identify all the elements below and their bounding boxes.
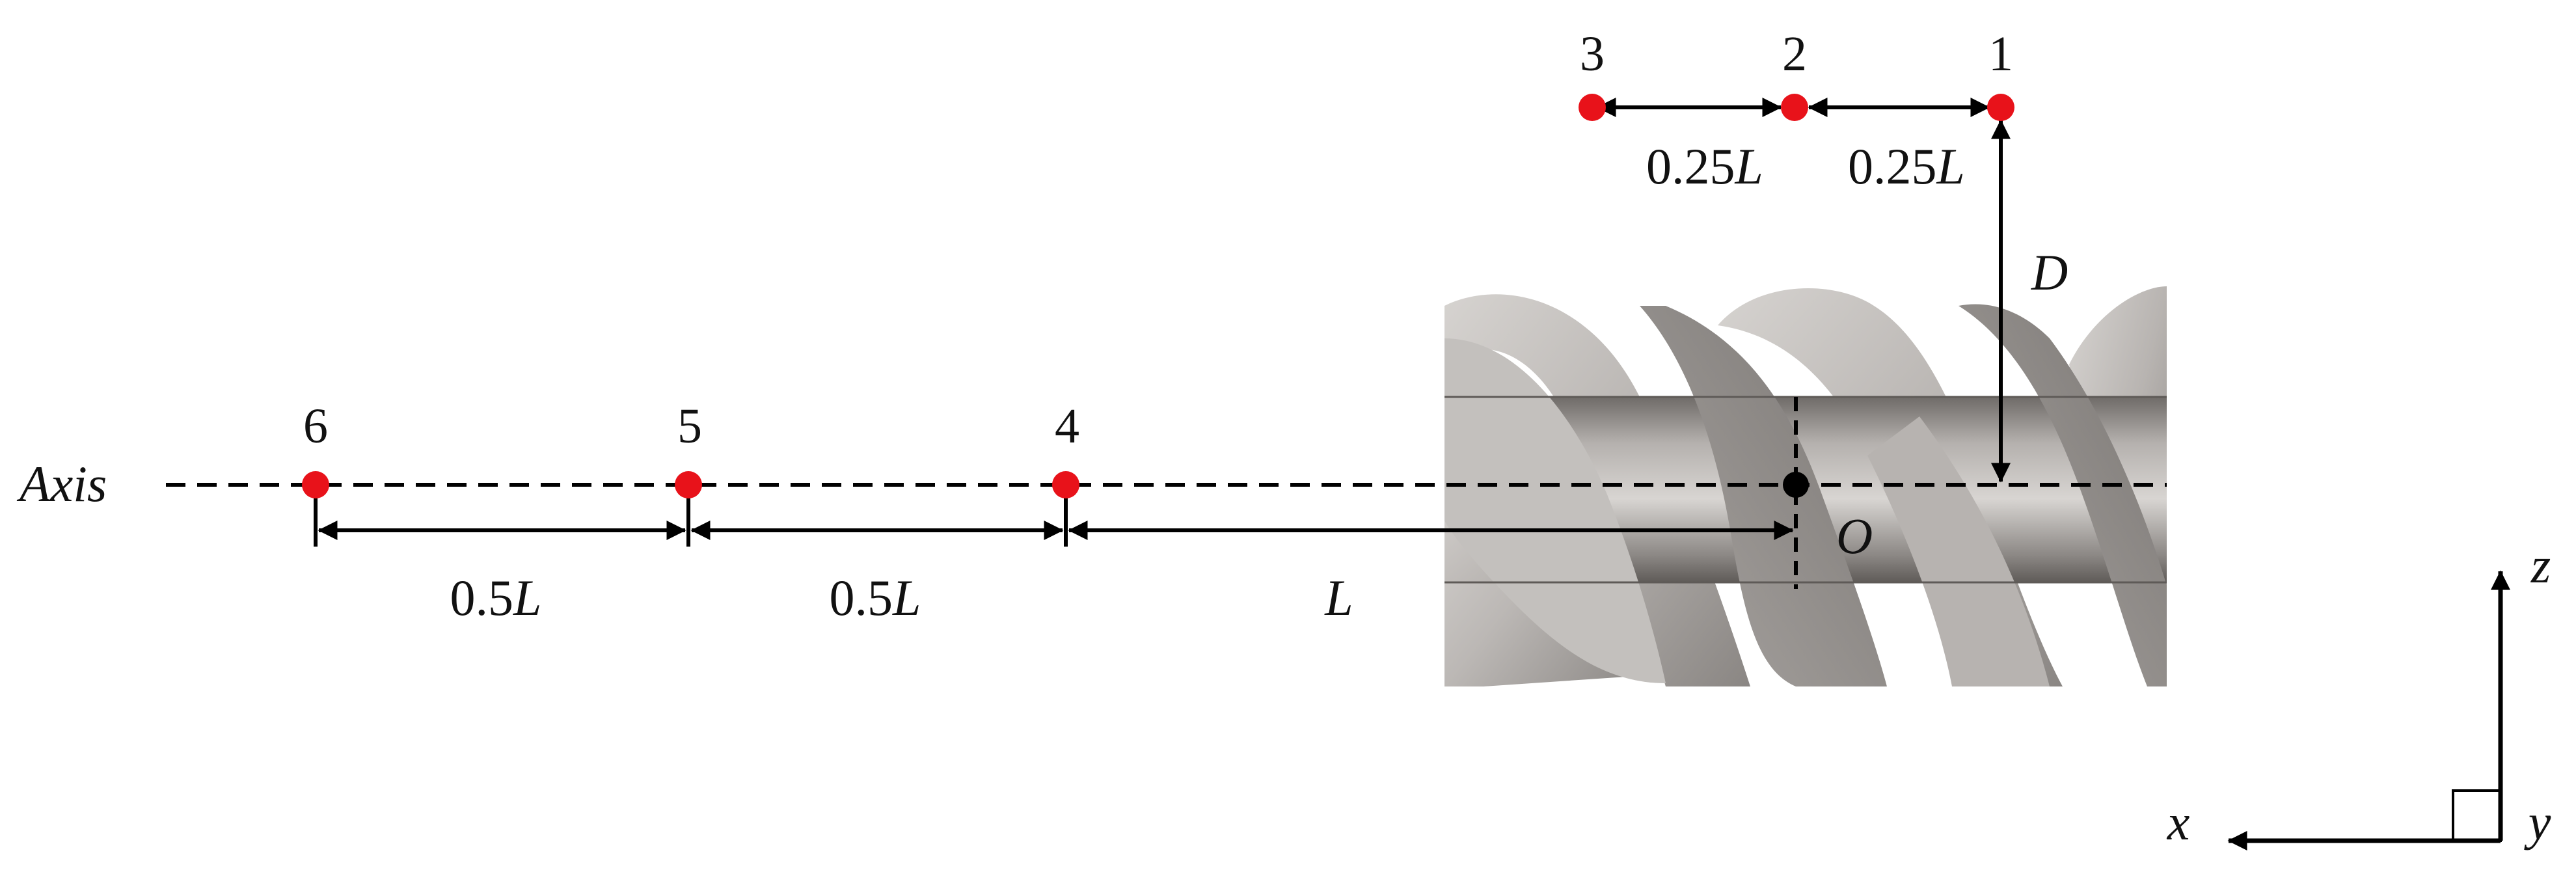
point-6 xyxy=(302,471,329,498)
point-4 xyxy=(1052,471,1079,498)
dim-label-D: D xyxy=(2031,244,2068,301)
point-label-1: 1 xyxy=(1988,27,2013,81)
point-label-2: 2 xyxy=(1782,27,1807,81)
origin-label: O xyxy=(1836,508,1873,564)
point-label-3: 3 xyxy=(1580,27,1605,81)
x-axis-label: x xyxy=(2167,794,2190,850)
dim-label-4-O: L xyxy=(1324,569,1353,626)
z-axis-label: z xyxy=(2530,537,2551,593)
measurement-points xyxy=(302,94,2014,498)
point-5 xyxy=(675,471,702,498)
dim-label-2-1: 0.25L xyxy=(1848,138,1965,195)
right-angle-mark xyxy=(2452,789,2502,842)
coordinate-system: z x y xyxy=(2167,537,2551,850)
screw-flight-front xyxy=(1444,304,2167,686)
y-axis-label: y xyxy=(2524,794,2551,850)
origin-point xyxy=(1783,472,1809,498)
dim-label-5-4: 0.5L xyxy=(830,569,921,626)
dim-label-6-5: 0.5L xyxy=(450,569,542,626)
point-label-5: 5 xyxy=(677,399,702,454)
point-label-6: 6 xyxy=(303,399,328,454)
point-3 xyxy=(1579,94,1606,121)
dimension-lines xyxy=(314,98,2011,547)
dim-label-3-2: 0.25L xyxy=(1646,138,1763,195)
point-label-4: 4 xyxy=(1055,399,1079,454)
point-labels: 1 2 3 4 5 6 xyxy=(303,27,2013,454)
screw-conveyor xyxy=(1444,286,2167,687)
axis-label: Axis xyxy=(16,455,107,512)
point-1 xyxy=(1987,94,2014,121)
point-2 xyxy=(1781,94,1808,121)
